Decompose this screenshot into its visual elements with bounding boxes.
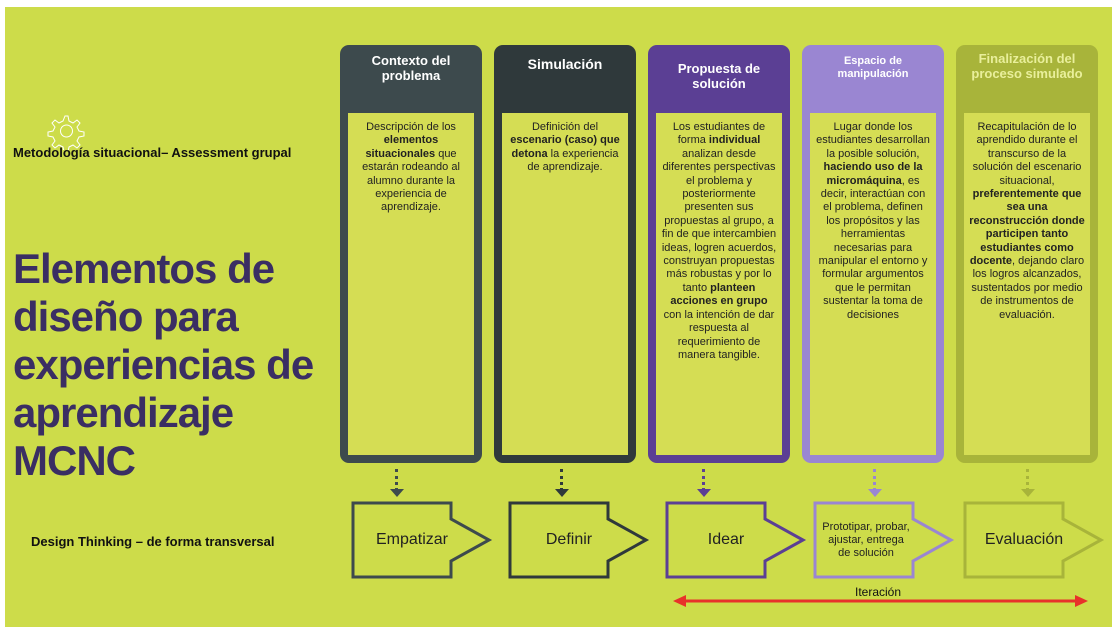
arrow-box-icon xyxy=(665,501,807,579)
connector-arrow-icon xyxy=(868,489,882,497)
iteration-label: Iteración xyxy=(855,585,902,599)
connector-arrow-icon xyxy=(390,489,404,497)
design-thinking-label: Design Thinking – de forma transversal xyxy=(31,534,275,549)
connector-arrow-icon xyxy=(1021,489,1035,497)
step-evaluacion: Evaluación xyxy=(963,501,1105,579)
step-definir: Definir xyxy=(508,501,650,579)
step-empatizar: Empatizar xyxy=(351,501,493,579)
connector-dots xyxy=(560,469,563,491)
column-title: Propuesta de solución xyxy=(677,61,761,91)
page-title: Elementos de diseño para experiencias de… xyxy=(13,245,343,485)
connector-dots xyxy=(1026,469,1029,491)
connector-arrow-icon xyxy=(555,489,569,497)
column-title: Espacio de manipulación xyxy=(837,55,909,80)
title-line: Elementos de xyxy=(13,245,275,292)
arrow-box-icon xyxy=(508,501,650,579)
column-body: Lugar donde los estudiantes desarrollan … xyxy=(810,113,936,455)
title-line: diseño para xyxy=(13,293,239,340)
step-label: Prototipar, probar, ajustar, entrega de … xyxy=(822,520,910,559)
title-line: experiencias de xyxy=(13,341,314,388)
connector-dots xyxy=(702,469,705,491)
column-body: Definición del escenario (caso) que deto… xyxy=(502,113,628,455)
slide: Metodología situacional– Assessment grup… xyxy=(5,7,1112,627)
step-label: Idear xyxy=(707,531,745,548)
arrow-box-icon xyxy=(963,501,1105,579)
connector-dots xyxy=(395,469,398,491)
column-title: Finalización del proceso simulado xyxy=(971,51,1083,81)
column-espacio: Espacio de manipulación Lugar donde los … xyxy=(802,45,944,463)
title-line: aprendizaje MCNC xyxy=(13,389,234,484)
step-label: Definir xyxy=(545,531,593,548)
column-finalizacion: Finalización del proceso simulado Recapi… xyxy=(956,45,1098,463)
column-title: Simulación xyxy=(527,56,603,72)
step-idear: Idear xyxy=(665,501,807,579)
column-body: Los estudiantes de forma individual anal… xyxy=(656,113,782,455)
column-simulacion: Simulación Definición del escenario (cas… xyxy=(494,45,636,463)
connector-dots xyxy=(873,469,876,491)
step-label: Empatizar xyxy=(375,531,449,548)
arrow-box-icon xyxy=(813,501,955,579)
gear-icon xyxy=(47,115,85,150)
step-label: Evaluación xyxy=(984,531,1064,548)
column-body: Recapitulación de lo aprendido durante e… xyxy=(964,113,1090,455)
connector-arrow-icon xyxy=(697,489,711,497)
arrow-box-icon xyxy=(351,501,493,579)
column-body: Descripción de los elementos situacional… xyxy=(348,113,474,455)
step-prototipar: Prototipar, probar, ajustar, entrega de … xyxy=(813,501,955,579)
column-contexto: Contexto del problema Descripción de los… xyxy=(340,45,482,463)
column-title: Contexto del problema xyxy=(371,53,451,83)
methodology-label: Metodología situacional– Assessment grup… xyxy=(13,145,292,160)
column-propuesta: Propuesta de solución Los estudiantes de… xyxy=(648,45,790,463)
iteration-arrow-icon xyxy=(673,595,1088,607)
